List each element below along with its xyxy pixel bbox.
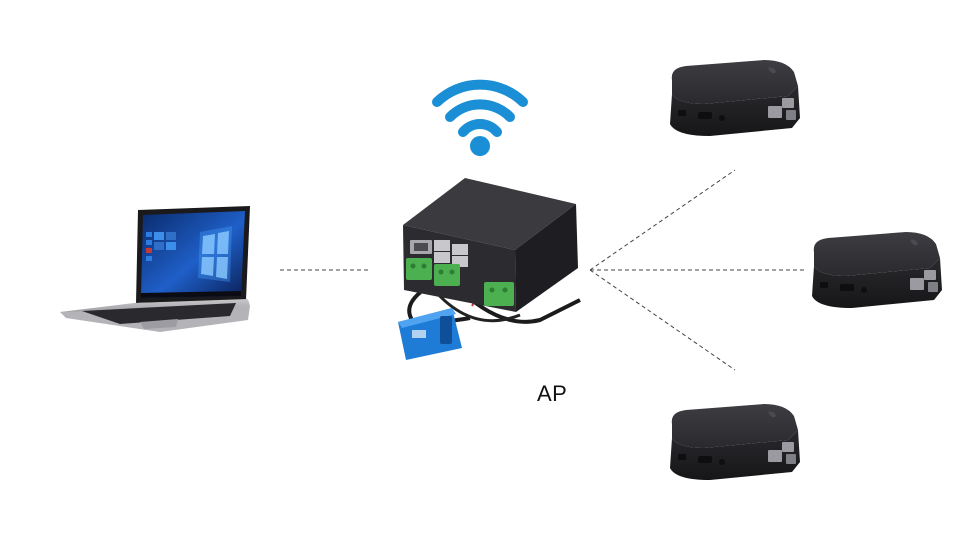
- wifi-icon: [432, 79, 528, 156]
- raspberry-pi-case-icon: [670, 404, 800, 480]
- access-point-label: AP: [537, 381, 568, 406]
- laptop-icon: [60, 206, 250, 332]
- client-top: [670, 60, 800, 136]
- raspberry-pi-case-icon: [670, 60, 800, 136]
- client-bottom: [670, 404, 800, 480]
- raspberry-pi-case-icon: [812, 232, 942, 308]
- links: [280, 169, 805, 371]
- access-point-icon: [398, 178, 581, 360]
- link-ap-client-bottom: [589, 269, 736, 371]
- link-ap-client-top: [589, 169, 736, 271]
- client-middle: [812, 232, 942, 308]
